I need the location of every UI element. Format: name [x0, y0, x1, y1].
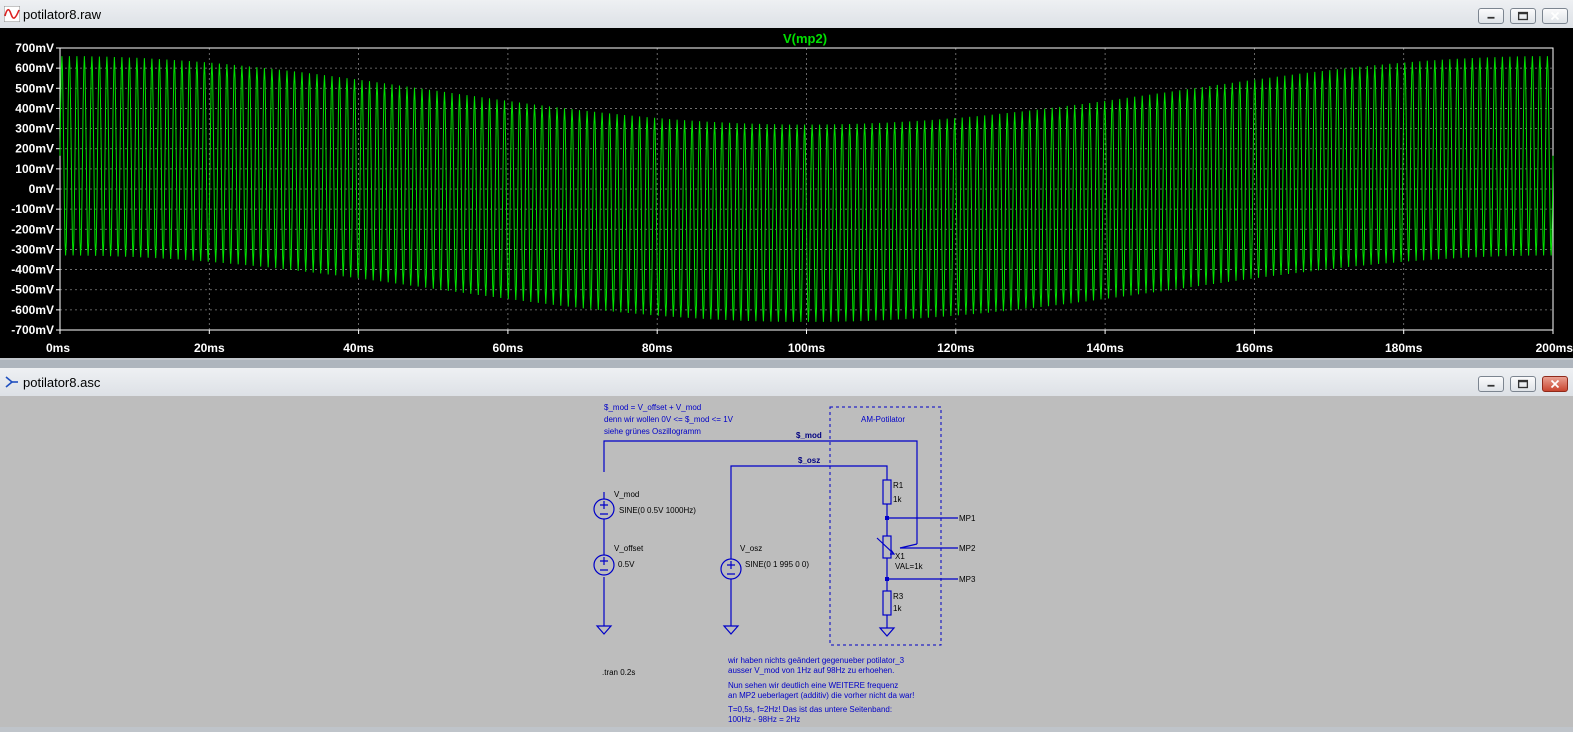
vosz-source-icon — [720, 557, 742, 581]
x-tick-label: 0ms — [46, 341, 70, 355]
r3-resistor-icon — [882, 590, 892, 616]
am-potilator-box — [829, 406, 942, 646]
minimize-icon — [1487, 16, 1495, 19]
voffset-name: V_offset — [614, 544, 644, 553]
schematic-window: potilator8.asc — [0, 368, 1573, 727]
close-button[interactable] — [1542, 8, 1568, 24]
vmod-value: SINE(0 0.5V 1000Hz) — [619, 506, 696, 515]
comment-top-line-1: $_mod = V_offset + V_mod — [604, 403, 701, 412]
comment-bottom-line-2: ausser V_mod von 1Hz auf 98Hz zu erhoehe… — [728, 666, 894, 675]
y-tick-label: -300mV — [11, 242, 54, 256]
ground-icon — [722, 625, 740, 635]
close-icon — [1550, 11, 1560, 21]
x-tick-label: 100ms — [788, 341, 826, 355]
schematic-canvas[interactable]: $_mod = V_offset + V_mod denn wir wollen… — [0, 396, 1573, 727]
maximize-icon — [1517, 379, 1529, 389]
vmod-source-icon — [593, 492, 615, 526]
y-tick-label: 400mV — [15, 101, 54, 115]
comment-bottom-line-4: an MP2 ueberlagert (additiv) die vorher … — [728, 691, 914, 700]
wire-sosz — [730, 465, 888, 557]
maximize-button[interactable] — [1510, 8, 1536, 24]
r1-value: 1k — [893, 495, 902, 504]
junction-dot — [885, 577, 889, 581]
spice-directive: .tran 0.2s — [602, 668, 635, 677]
x-tick-label: 120ms — [937, 341, 975, 355]
comment-top-line-3: siehe grünes Oszillogramm — [604, 427, 701, 436]
y-tick-label: -600mV — [11, 303, 54, 317]
comment-bottom-line-1: wir haben nichts geändert gegenueber pot… — [727, 656, 905, 665]
label-mp3: MP3 — [959, 575, 976, 584]
x-tick-labels: 0ms 20ms 40ms 60ms 80ms 100ms 120ms 140ms 160ms 1… — [46, 341, 1573, 355]
r3-value: 1k — [893, 604, 902, 613]
waveform-app-icon — [4, 6, 20, 22]
potentiometer-icon — [876, 535, 896, 559]
x-tick-label: 140ms — [1086, 341, 1124, 355]
x-tick-label: 160ms — [1236, 341, 1274, 355]
vosz-name: V_osz — [740, 544, 762, 553]
waveform-window: potilator8.raw V(mp2) 700mV 600mV 500mV 400… — [0, 0, 1573, 360]
comment-bottom-line-3: Nun sehen wir deutlich eine WEITERE freq… — [728, 681, 898, 690]
r3-name: R3 — [893, 592, 904, 601]
comment-bottom-line-6: 100Hz - 98Hz = 2Hz — [728, 715, 800, 724]
y-tick-label: -400mV — [11, 263, 54, 277]
comment-top-line-2: denn wir wollen 0V <= $_mod <= 1V — [604, 415, 734, 424]
box-label: AM-Potilator — [861, 415, 905, 424]
schematic-drawing: $_mod = V_offset + V_mod denn wir wollen… — [593, 403, 976, 724]
y-tick-label: 100mV — [15, 162, 54, 176]
y-tick-label: -500mV — [11, 283, 54, 297]
wire-wiper — [899, 543, 918, 549]
y-tick-label: 600mV — [15, 61, 54, 75]
y-tick-label: 0mV — [29, 182, 54, 196]
y-tick-label: 200mV — [15, 142, 54, 156]
wire-smod — [603, 440, 918, 544]
close-button[interactable] — [1542, 376, 1568, 392]
vosz-value: SINE(0 1 995 0 0) — [745, 560, 809, 569]
x-tick-label: 80ms — [642, 341, 673, 355]
net-label-sosz: $_osz — [798, 456, 820, 465]
junction-dot — [885, 516, 889, 520]
x-tick-label: 60ms — [493, 341, 524, 355]
comment-bottom-line-5: T=0,5s, f=2Hz! Das ist das untere Seiten… — [728, 705, 892, 714]
ground-icon — [878, 627, 896, 637]
y-tick-label: -100mV — [11, 202, 54, 216]
x-tick-label: 200ms — [1536, 341, 1573, 355]
label-mp1: MP1 — [959, 514, 976, 523]
minimize-icon — [1487, 384, 1495, 387]
x1-value: VAL=1k — [895, 562, 924, 571]
maximize-button[interactable] — [1510, 376, 1536, 392]
x-tick-label: 20ms — [194, 341, 225, 355]
chart-title: V(mp2) — [783, 31, 827, 46]
x1-name: X1 — [895, 552, 905, 561]
y-tick-label: -700mV — [11, 323, 54, 337]
voffset-value: 0.5V — [618, 560, 635, 569]
window-separator — [0, 360, 1573, 368]
series-vmp2-trace — [59, 56, 1554, 322]
r1-name: R1 — [893, 481, 904, 490]
label-mp2: MP2 — [959, 544, 976, 553]
minimize-button[interactable] — [1478, 376, 1504, 392]
x-tick-label: 40ms — [343, 341, 374, 355]
waveform-titlebar[interactable]: potilator8.raw — [0, 0, 1573, 29]
y-tick-label: 700mV — [15, 41, 54, 55]
vmod-name: V_mod — [614, 490, 639, 499]
y-tick-labels: 700mV 600mV 500mV 400mV 300mV 200mV 100mV 0mV -1… — [11, 41, 54, 337]
x-tick-label: 180ms — [1385, 341, 1423, 355]
waveform-plot-area[interactable]: V(mp2) 700mV 600mV 500mV 400mV 300mV 200mV 100… — [0, 28, 1573, 358]
schematic-app-icon — [5, 376, 18, 388]
voffset-source-icon — [593, 553, 615, 576]
maximize-icon — [1517, 11, 1529, 21]
schematic-titlebar[interactable]: potilator8.asc — [0, 368, 1573, 397]
y-tick-label: 300mV — [15, 122, 54, 136]
net-label-smod: $_mod — [796, 431, 822, 440]
r1-resistor-icon — [882, 479, 892, 505]
y-tick-label: -200mV — [11, 222, 54, 236]
minimize-button[interactable] — [1478, 8, 1504, 24]
ground-icon — [595, 625, 613, 635]
waveform-window-title: potilator8.raw — [23, 7, 102, 22]
waveform-chart: V(mp2) 700mV 600mV 500mV 400mV 300mV 200mV 100… — [11, 31, 1573, 355]
close-icon — [1550, 379, 1560, 389]
schematic-window-title: potilator8.asc — [23, 375, 101, 390]
y-tick-label: 500mV — [15, 81, 54, 95]
